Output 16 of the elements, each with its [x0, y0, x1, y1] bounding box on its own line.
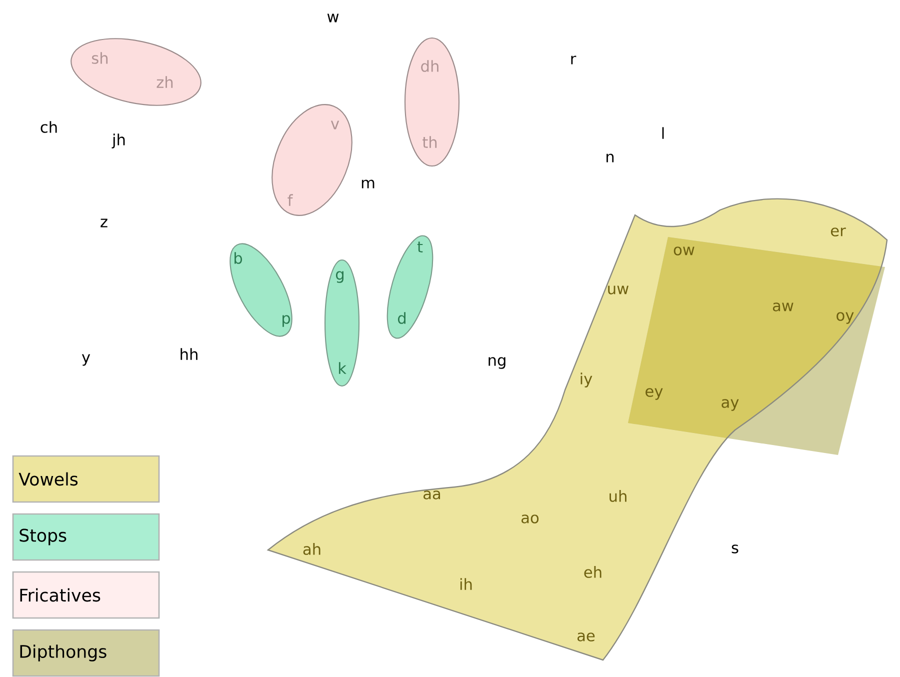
phoneme-label: y	[82, 354, 90, 366]
phoneme-label: ng	[488, 357, 506, 369]
phoneme-label: z	[100, 218, 108, 228]
legend-label: Stops	[20, 528, 66, 546]
phoneme-label: ch	[40, 121, 57, 133]
phoneme-label: hh	[180, 348, 198, 360]
phoneme-label: m	[362, 180, 374, 188]
phoneme-label: s	[732, 544, 738, 554]
legend-label: Dipthongs	[20, 644, 106, 662]
legend-label: Fricatives	[20, 588, 100, 602]
phoneme-label: n	[606, 154, 614, 162]
legend-label: Vowels	[18, 472, 78, 486]
phoneme-label: l	[662, 127, 664, 139]
phoneme-label: r	[571, 56, 576, 64]
phoneme-label: jh	[112, 134, 125, 148]
phoneme-label: w	[327, 14, 339, 22]
